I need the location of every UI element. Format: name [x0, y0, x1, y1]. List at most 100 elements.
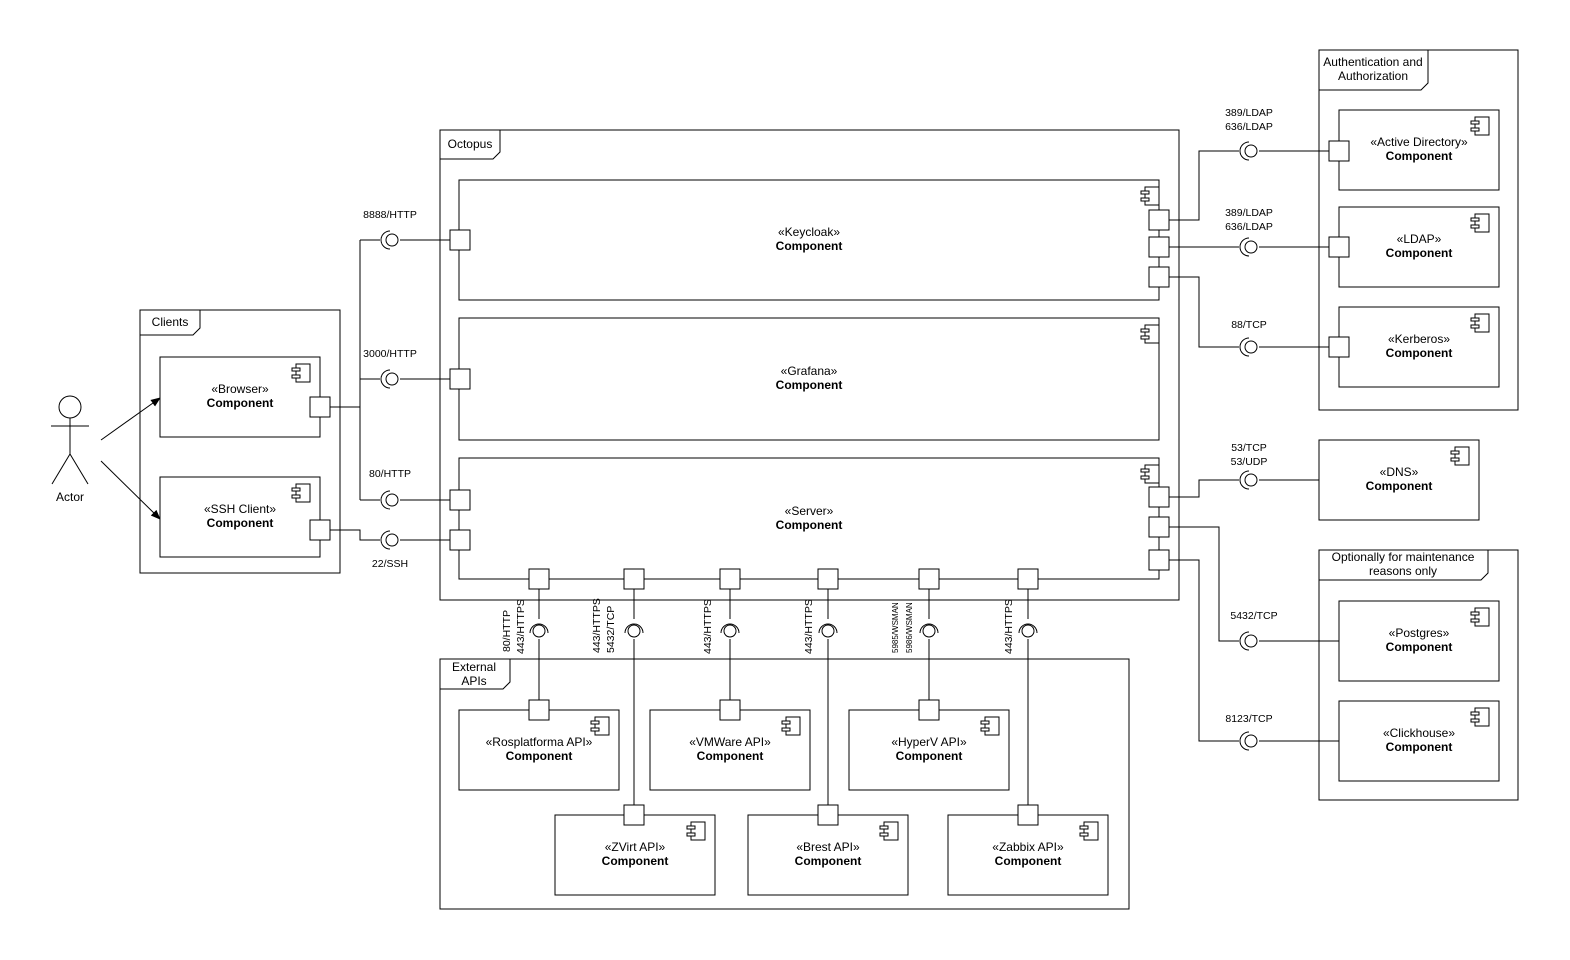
- actor-head: [58, 395, 82, 419]
- label-3000: 3000/HTTP: [363, 348, 417, 360]
- port-vmware[interactable]: [719, 699, 741, 721]
- vmware-kind: Component: [697, 749, 764, 763]
- port-kerberos[interactable]: [1328, 336, 1350, 358]
- interface-zabbix[interactable]: [1018, 623, 1038, 638]
- component-browser[interactable]: «Browser» Component: [159, 356, 321, 438]
- component-zabbix-api[interactable]: «Zabbix API» Component: [947, 814, 1109, 896]
- ssh-kind: Component: [207, 516, 274, 530]
- interface-postgres[interactable]: [1239, 631, 1258, 651]
- port-brest[interactable]: [817, 804, 839, 826]
- port-server-out-zvirt[interactable]: [623, 568, 645, 590]
- port-server-ssh-in[interactable]: [449, 529, 471, 551]
- interface-hyperv[interactable]: [919, 623, 939, 638]
- interface-brest[interactable]: [818, 623, 838, 638]
- component-kerberos[interactable]: «Kerberos» Component: [1338, 306, 1500, 388]
- component-ssh-client[interactable]: «SSH Client» Component: [159, 476, 321, 558]
- port-server-out-zabbix[interactable]: [1017, 568, 1039, 590]
- component-ldap[interactable]: «LDAP» Component: [1338, 206, 1500, 288]
- ad-stereotype: «Active Directory»: [1370, 135, 1468, 149]
- component-active-directory[interactable]: «Active Directory» Component: [1338, 109, 1500, 191]
- frame-external-title-line2: APIs: [461, 674, 486, 688]
- label-ros-https: 443/HTTPS: [515, 599, 527, 654]
- interface-ad[interactable]: [1239, 141, 1258, 161]
- interface-zvirt[interactable]: [624, 623, 644, 638]
- component-rosplatforma-api[interactable]: «Rosplatforma API» Component: [458, 709, 620, 791]
- label-dns-tcp: 53/TCP: [1231, 442, 1267, 454]
- zvirt-stereotype: «ZVirt API»: [605, 840, 666, 854]
- port-keycloak-out-ldap[interactable]: [1148, 236, 1170, 258]
- port-server-out-postgres[interactable]: [1148, 516, 1170, 538]
- ad-kind: Component: [1386, 149, 1453, 163]
- interface-80[interactable]: [380, 490, 399, 510]
- port-zvirt[interactable]: [623, 804, 645, 826]
- interface-clickhouse[interactable]: [1239, 731, 1258, 751]
- interface-8888[interactable]: [380, 230, 399, 250]
- brest-stereotype: «Brest API»: [796, 840, 860, 854]
- label-dns-udp: 53/UDP: [1231, 456, 1268, 468]
- port-server-out-brest[interactable]: [817, 568, 839, 590]
- zabbix-kind: Component: [995, 854, 1062, 868]
- interface-dns[interactable]: [1239, 470, 1258, 490]
- ldap-kind: Component: [1386, 246, 1453, 260]
- interface-3000[interactable]: [380, 369, 399, 389]
- frame-octopus-title: Octopus: [448, 137, 493, 151]
- port-server-out-vmware[interactable]: [719, 568, 741, 590]
- interface-vmware[interactable]: [720, 623, 740, 638]
- interface-ldap[interactable]: [1239, 237, 1258, 257]
- frame-clients-title: Clients: [152, 315, 189, 329]
- port-browser[interactable]: [309, 396, 331, 418]
- label-zabbix-https: 443/HTTPS: [1003, 599, 1015, 654]
- port-ad[interactable]: [1328, 140, 1350, 162]
- component-clickhouse[interactable]: «Clickhouse» Component: [1338, 700, 1500, 782]
- port-server-out-clickhouse[interactable]: [1148, 549, 1170, 571]
- port-rosplatforma[interactable]: [528, 699, 550, 721]
- port-ldap[interactable]: [1328, 236, 1350, 258]
- interface-22[interactable]: [380, 530, 399, 550]
- component-hyperv-api[interactable]: «HyperV API» Component: [848, 709, 1010, 791]
- port-hyperv[interactable]: [918, 699, 940, 721]
- ssh-wire: [330, 529, 380, 541]
- rosplatforma-kind: Component: [506, 749, 573, 763]
- label-vmware-https: 443/HTTPS: [702, 599, 714, 654]
- port-server-out-dns[interactable]: [1148, 486, 1170, 508]
- server-stereotype: «Server»: [785, 504, 834, 518]
- actor-browser-arrow: [100, 397, 161, 441]
- label-hyperv-wsman1: 5985/WSMAN: [891, 602, 900, 653]
- port-grafana-in[interactable]: [449, 368, 471, 390]
- port-keycloak-out-ad[interactable]: [1148, 209, 1170, 231]
- component-brest-api[interactable]: «Brest API» Component: [747, 814, 909, 896]
- wire-keycloak-kerberos: [1169, 276, 1239, 348]
- component-vmware-api[interactable]: «VMWare API» Component: [649, 709, 811, 791]
- label-zvirt-tcp: 5432/TCP: [605, 606, 617, 653]
- clickhouse-stereotype: «Clickhouse»: [1383, 726, 1455, 740]
- component-dns[interactable]: «DNS» Component: [1318, 439, 1480, 521]
- port-server-out-rosplatforma[interactable]: [528, 568, 550, 590]
- grafana-stereotype: «Grafana»: [781, 364, 838, 378]
- hyperv-stereotype: «HyperV API»: [891, 735, 967, 749]
- actor[interactable]: Actor: [51, 395, 89, 504]
- component-zvirt-api[interactable]: «ZVirt API» Component: [554, 814, 716, 896]
- wire-server-clickhouse: [1169, 559, 1239, 742]
- grafana-kind: Component: [776, 378, 843, 392]
- port-zabbix[interactable]: [1017, 804, 1039, 826]
- keycloak-kind: Component: [776, 239, 843, 253]
- component-keycloak[interactable]: «Keycloak» Component: [458, 179, 1160, 301]
- browser-kind: Component: [207, 396, 274, 410]
- port-ssh[interactable]: [309, 519, 331, 541]
- component-grafana[interactable]: «Grafana» Component: [458, 317, 1160, 441]
- interface-rosplatforma[interactable]: [529, 623, 549, 638]
- browser-wires: [330, 239, 380, 501]
- ports: [309, 140, 1350, 826]
- port-server-out-hyperv[interactable]: [918, 568, 940, 590]
- ldap-stereotype: «LDAP»: [1397, 232, 1442, 246]
- component-postgres[interactable]: «Postgres» Component: [1338, 600, 1500, 682]
- interface-kerberos[interactable]: [1239, 337, 1258, 357]
- port-keycloak-out-kerberos[interactable]: [1148, 266, 1170, 288]
- browser-stereotype: «Browser»: [211, 382, 269, 396]
- component-server[interactable]: «Server» Component: [458, 457, 1160, 580]
- port-server-http-in[interactable]: [449, 489, 471, 511]
- port-keycloak-in[interactable]: [449, 229, 471, 251]
- label-zvirt-https: 443/HTTPS: [591, 598, 603, 653]
- server-kind: Component: [776, 518, 843, 532]
- frame-auth-title-line2: Authorization: [1338, 69, 1408, 83]
